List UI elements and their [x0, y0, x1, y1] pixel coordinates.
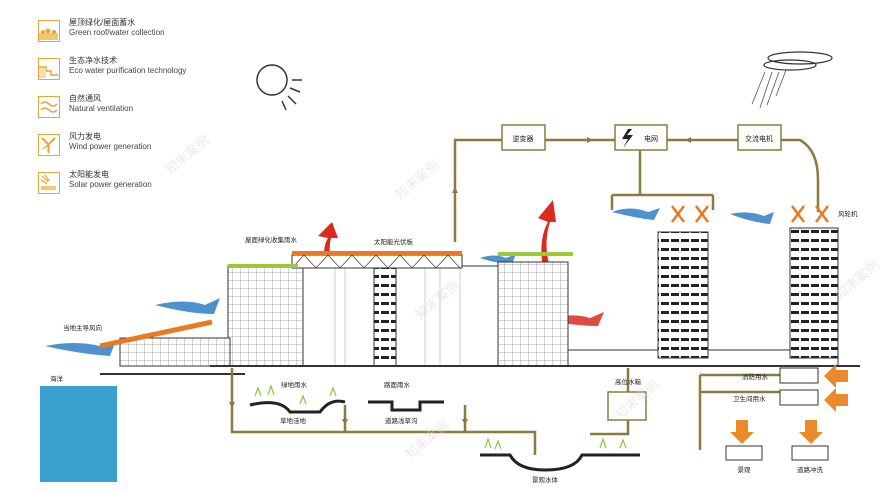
landscape-water-label: 景观水体 [532, 475, 559, 484]
road-ditch-label: 道路浅草沟 [385, 416, 418, 425]
fire-water-box [779, 367, 819, 384]
legend-cn: 自然通风 [69, 94, 101, 103]
prevailing-wind-label: 当地主导风向 [63, 323, 102, 332]
legend-item-solar: 太阳能发电 Solar power generation [38, 170, 248, 208]
road-wash-box [791, 445, 829, 461]
legend-en: Natural ventilation [69, 104, 134, 113]
landscape-label: 景观 [738, 466, 752, 474]
supply-arrows [730, 364, 848, 444]
road-ditch [368, 400, 444, 412]
road-rain-label: 路面雨水 [384, 380, 411, 389]
roof-collection-label: 屋面绿化收集雨水 [245, 235, 298, 244]
residential-towers [657, 227, 839, 359]
green-roof-icon [38, 20, 60, 42]
inverter-box [501, 124, 546, 151]
green-rain-label: 绿地雨水 [281, 380, 308, 389]
fire-water-label: 消防用水 [742, 372, 769, 381]
legend-cn: 太阳能发电 [69, 170, 109, 179]
high-tank-label: 高位水箱 [615, 377, 642, 386]
rain-cloud-icon [751, 51, 833, 109]
legend-en: Eco water purification technology [69, 66, 187, 75]
grass-depression-label: 草地洼地 [280, 416, 307, 425]
legend-item-wind-power: 风力发电 Wind power generation [38, 132, 248, 170]
ocean-label: 海洋 [50, 374, 64, 383]
legend-en: Wind power generation [69, 142, 152, 151]
legend-item-green-roof: 屋顶绿化/屋面蓄水 Green roof/water collection [38, 18, 248, 56]
landscape-box [725, 445, 763, 461]
ventilation-icon [38, 96, 60, 118]
sanitary-water-box [779, 389, 819, 406]
ac-motor-box [737, 124, 782, 151]
solar-panel-label: 太阳能光伏板 [374, 237, 414, 246]
main-building [99, 251, 860, 375]
svg-text:知末案例: 知末案例 [162, 132, 211, 177]
inverter-label: 逆变器 [513, 134, 534, 143]
legend-en: Solar power generation [69, 180, 152, 189]
lightning-icon [622, 129, 633, 148]
svg-text:知末案例: 知末案例 [392, 157, 441, 202]
grass-depression [249, 384, 346, 414]
solar-power-icon [38, 172, 60, 194]
legend: 屋顶绿化/屋面蓄水 Green roof/water collection 生态… [38, 18, 248, 208]
legend-cn: 生态净水技术 [69, 56, 117, 65]
sanitary-water-label: 卫生间用水 [733, 394, 766, 403]
road-wash-label: 道路冲洗 [797, 465, 824, 474]
eco-water-icon [38, 58, 60, 80]
legend-item-ventilation: 自然通风 Natural ventilation [38, 94, 248, 132]
grid-box [614, 124, 668, 151]
legend-item-eco-water: 生态净水技术 Eco water purification technology [38, 56, 248, 94]
landscape-pond [480, 437, 640, 472]
svg-text:知末案例: 知末案例 [832, 257, 880, 302]
wind-power-icon [38, 134, 60, 156]
legend-cn: 屋顶绿化/屋面蓄水 [69, 18, 136, 27]
wind-turbine-icon [671, 205, 829, 223]
ac-motor-label: 交流电机 [745, 134, 773, 143]
wind-turbine-label: 风轮机 [838, 209, 858, 218]
legend-cn: 风力发电 [69, 132, 101, 141]
high-tank-box [607, 391, 647, 421]
sun-icon [256, 64, 302, 111]
ocean-block [40, 386, 117, 482]
legend-en: Green roof/water collection [69, 28, 165, 37]
power-pipes [453, 138, 823, 302]
grid-label: 电网 [644, 134, 658, 143]
